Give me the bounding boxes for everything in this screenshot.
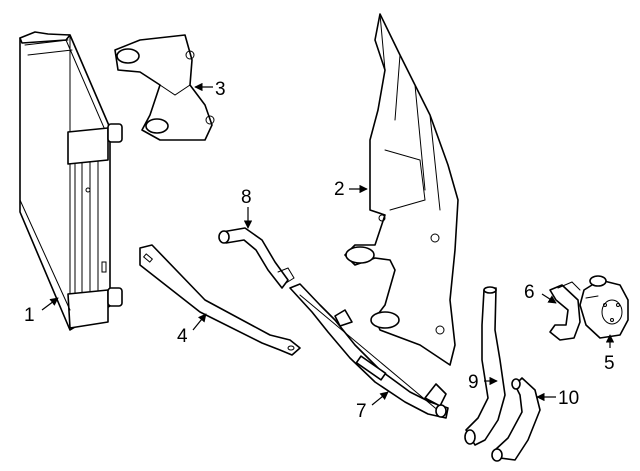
callout-10: 10: [558, 388, 579, 409]
callout-5: 5: [604, 353, 615, 374]
part-8-hose: [218, 227, 295, 289]
callout-9: 9: [468, 372, 479, 393]
callout-leaders: [41, 82, 615, 406]
part-3-bracket: [114, 34, 215, 141]
callout-3: 3: [215, 79, 226, 100]
part-10-hose: [491, 377, 541, 462]
part-5-pump: [579, 275, 629, 339]
callout-6: 6: [524, 282, 535, 303]
callout-8: 8: [241, 187, 252, 208]
part-4-support-rod: [139, 244, 301, 356]
part-2-shroud: [344, 13, 459, 366]
part-1-oil-cooler: [19, 31, 123, 331]
part-9-hose: [464, 286, 506, 446]
part-7-oil-line: [289, 283, 449, 419]
callout-2: 2: [334, 179, 345, 200]
leader-6: [541, 293, 557, 304]
callout-labels: 1 2 3 4 5 6 7 8 9 10: [24, 79, 615, 422]
callout-4: 4: [177, 326, 188, 347]
leader-1: [41, 297, 59, 311]
callout-7: 7: [356, 401, 367, 422]
leader-7: [371, 391, 389, 406]
part-6-clamp: [549, 281, 581, 341]
leader-4: [192, 313, 207, 331]
callout-1: 1: [24, 305, 35, 326]
